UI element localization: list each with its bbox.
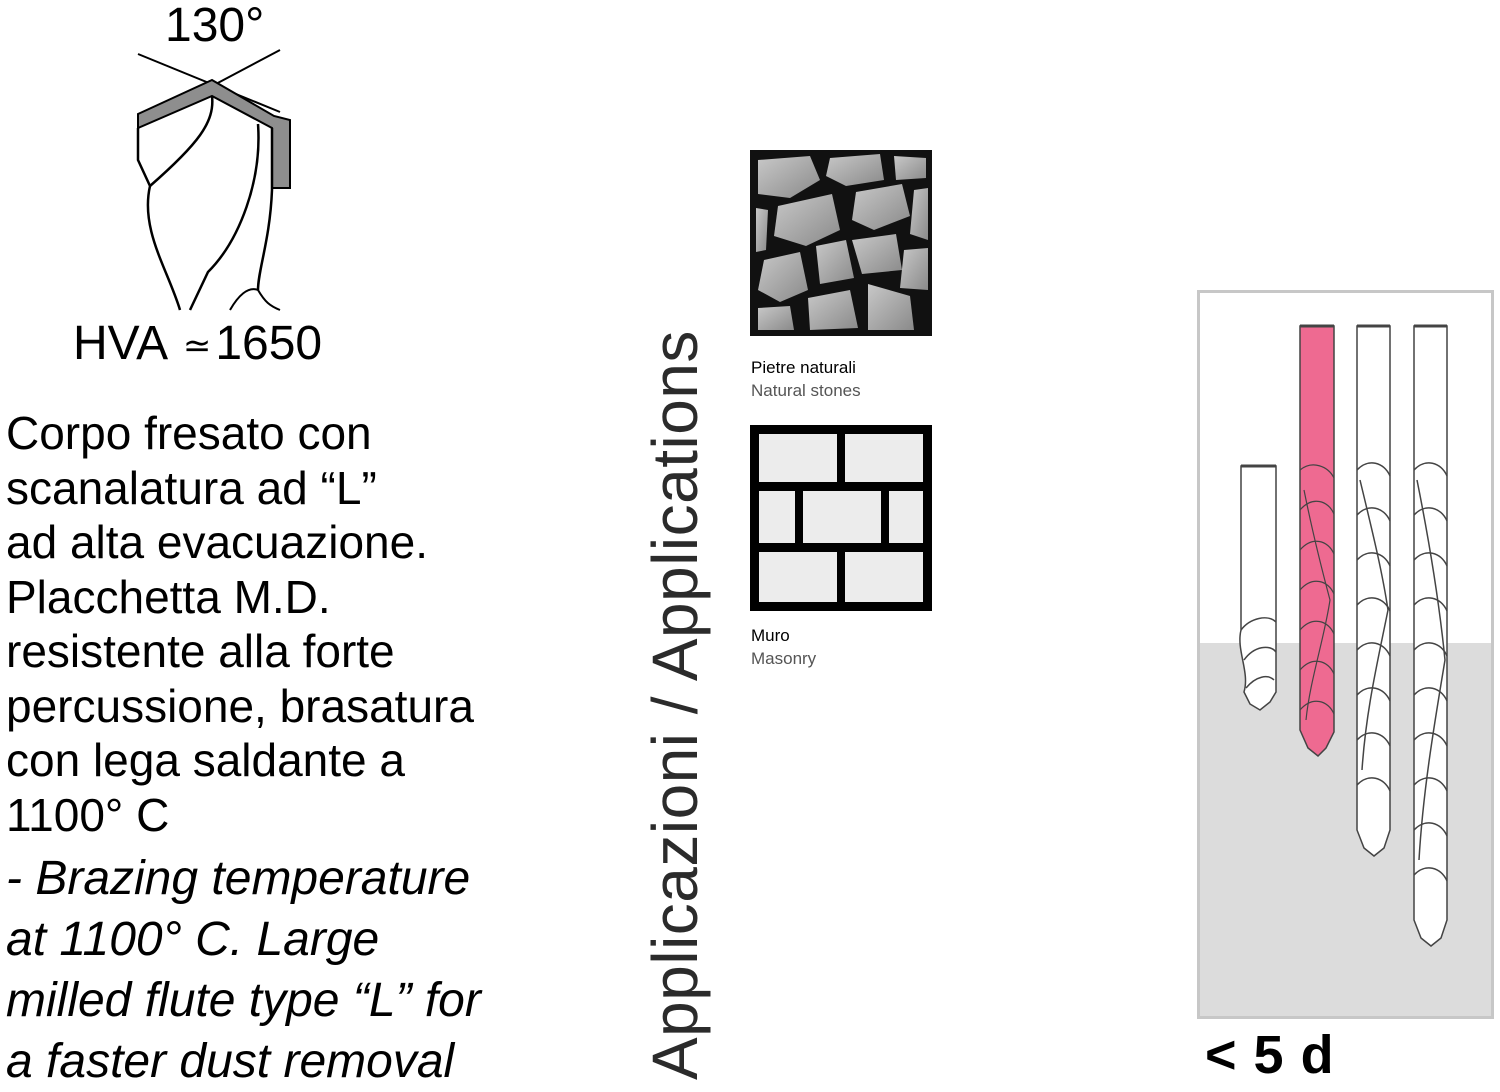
drill-bits-diagram xyxy=(1239,324,1448,947)
depth-limit-label: < 5 d xyxy=(1205,1025,1335,1085)
applications-title: Applicazioni / Applications xyxy=(639,330,711,1080)
desc-it-line: Placchetta M.D. xyxy=(6,570,331,623)
description-italian: Corpo fresato con scanalatura ad “L” ad … xyxy=(6,406,606,842)
desc-it-line: Corpo fresato con xyxy=(6,407,372,459)
application-label-stones: Pietre naturali Natural stones xyxy=(751,356,861,402)
application-label-masonry: Muro Masonry xyxy=(751,624,816,670)
drill-tip-diagram xyxy=(136,49,291,311)
description-english: - Brazing temperature at 1100° C. Large … xyxy=(6,848,606,1092)
desc-it-line: 1100° C xyxy=(6,788,170,841)
desc-it-line: percussione, brasatura xyxy=(6,679,474,732)
hardness-value: 1650 xyxy=(215,317,323,370)
approx-symbol: ≃ xyxy=(182,327,212,366)
desc-it-line: ad alta evacuazione. xyxy=(6,516,428,568)
label-english: Masonry xyxy=(751,649,817,668)
label-italian: Muro xyxy=(751,626,790,645)
desc-it-line: resistente alla forte xyxy=(6,625,395,677)
desc-en-line: - Brazing temperature xyxy=(6,852,471,905)
drill-bit-medium xyxy=(1356,324,1391,857)
hardness-label: HVA ≃1650 xyxy=(73,316,322,374)
drill-bit-long xyxy=(1413,324,1448,947)
drill-bit-short xyxy=(1239,464,1277,711)
desc-it-line: con lega saldante a xyxy=(6,734,405,786)
label-italian: Pietre naturali xyxy=(751,358,856,377)
desc-en-line: at 1100° C. Large xyxy=(6,913,380,966)
masonry-icon xyxy=(750,425,932,611)
hardness-prefix: HVA xyxy=(73,317,166,370)
desc-en-line: a faster dust removal xyxy=(6,1035,455,1088)
desc-it-line: scanalatura ad “L” xyxy=(6,461,377,514)
tip-angle-label: 130° xyxy=(165,0,265,52)
label-english: Natural stones xyxy=(751,381,861,400)
desc-en-line: milled flute type “L” for xyxy=(6,974,481,1027)
natural-stones-icon xyxy=(750,150,932,336)
drill-bit-highlight xyxy=(1299,324,1335,758)
